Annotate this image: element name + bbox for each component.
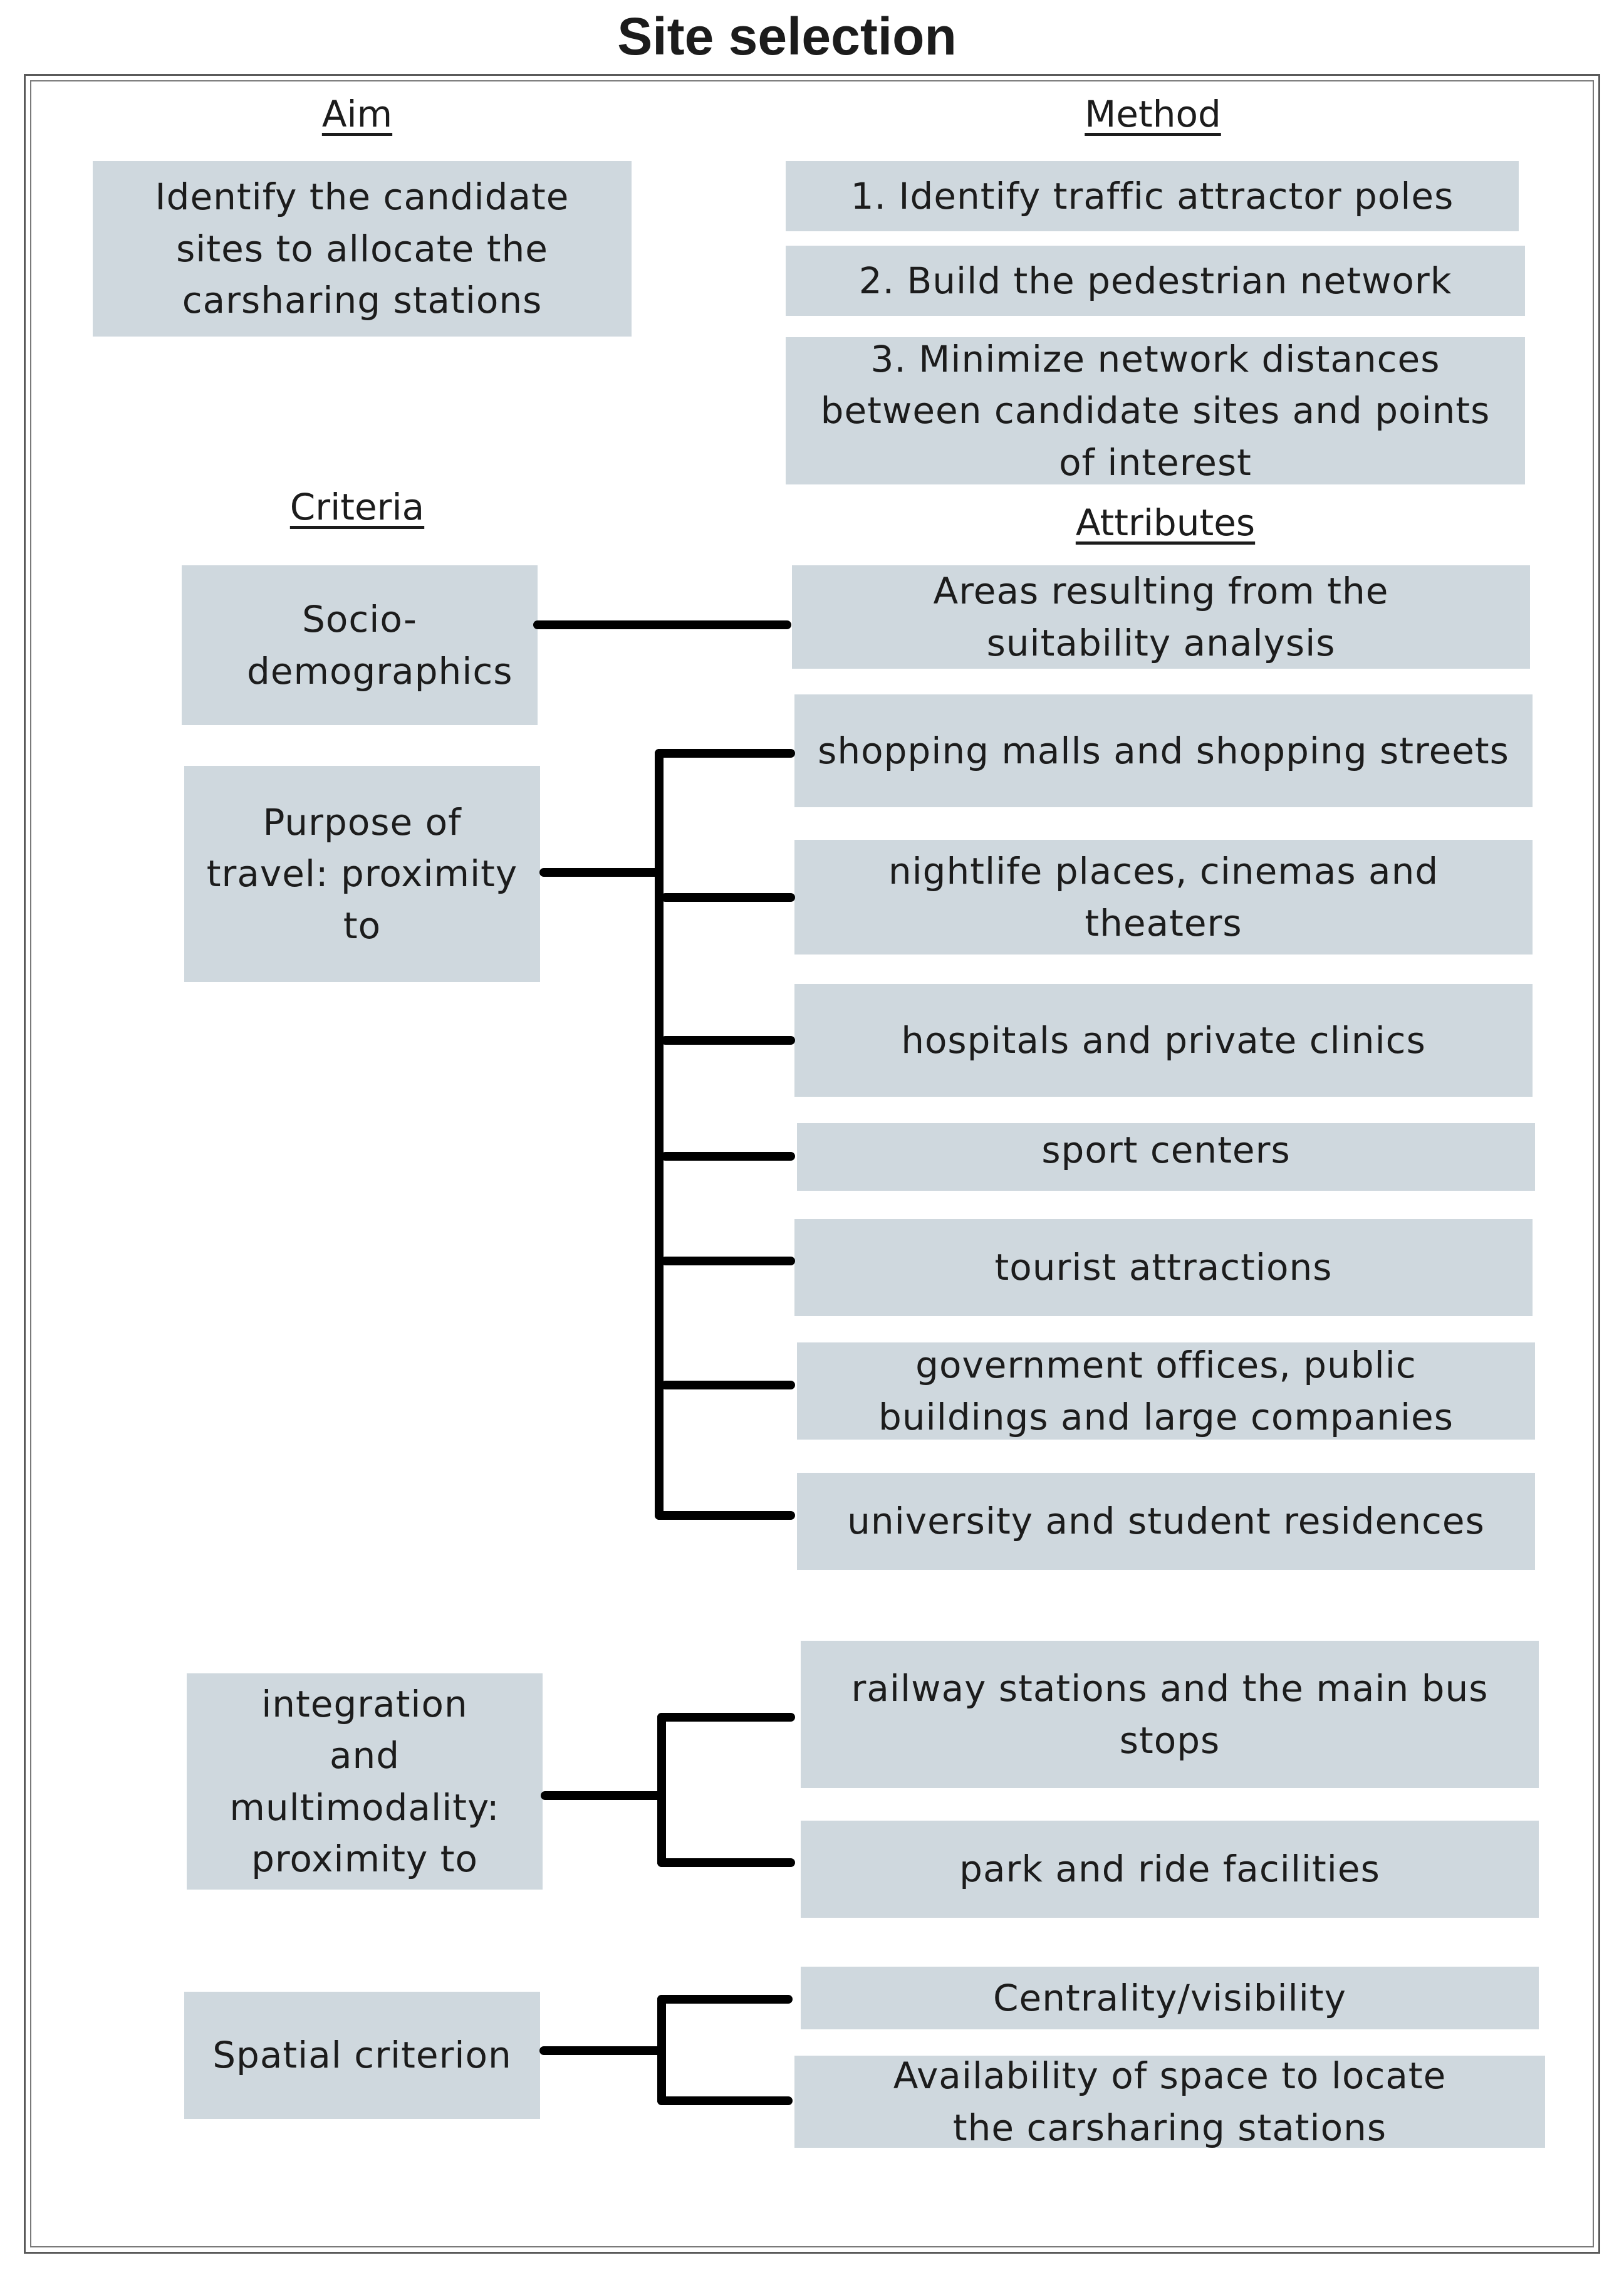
attribute-park-and-ride: park and ride facilities	[801, 1821, 1539, 1918]
attribute-tourist-attractions: tourist attractions	[794, 1219, 1533, 1316]
inner-frame	[30, 80, 1594, 2247]
attribute-railway-bus-text: railway stations and the main bus stops	[851, 1667, 1489, 1762]
attribute-hospitals: hospitals and private clinics	[794, 984, 1533, 1097]
outer-frame	[24, 74, 1600, 2254]
aim-text: Identify the candidate sites to allocate…	[155, 175, 570, 322]
attribute-suitability-areas-text: Areas resulting from the suitability ana…	[933, 570, 1389, 664]
attribute-shopping-text: shopping malls and shopping streets	[818, 729, 1509, 772]
heading-attributes: Attributes	[1075, 501, 1256, 544]
attribute-university-text: university and student residences	[847, 1500, 1485, 1543]
attribute-nightlife-text: nightlife places, cinemas and theaters	[888, 850, 1439, 944]
attribute-centrality-text: Centrality/visibility	[993, 1976, 1346, 2019]
method-step-2-text: 2. Build the pedestrian network	[858, 259, 1452, 302]
criterion-socio-demographics-text: Socio-demographics	[247, 598, 513, 693]
criterion-spatial: Spatial criterion	[184, 1992, 540, 2119]
method-step-1: 1. Identify traffic attractor poles	[786, 161, 1519, 231]
criterion-purpose-of-travel: Purpose of travel: proximity to	[184, 766, 540, 982]
attribute-government-offices-text: government offices, public buildings and…	[878, 1344, 1454, 1438]
attribute-nightlife: nightlife places, cinemas and theaters	[794, 840, 1533, 955]
attribute-space-availability-text: Availability of space to locate the cars…	[893, 2054, 1447, 2149]
heading-method: Method	[1085, 93, 1221, 135]
attribute-sport-centers: sport centers	[797, 1123, 1535, 1191]
method-step-3-text: 3. Minimize network distances between ca…	[820, 337, 1491, 484]
criterion-integration-multimodality-text: integration and multimodality: proximity…	[229, 1682, 500, 1880]
aim-box: Identify the candidate sites to allocate…	[93, 161, 632, 337]
attribute-suitability-areas: Areas resulting from the suitability ana…	[792, 565, 1530, 669]
attribute-park-and-ride-text: park and ride facilities	[959, 1848, 1380, 1891]
heading-criteria: Criteria	[289, 486, 425, 528]
attribute-government-offices: government offices, public buildings and…	[797, 1342, 1535, 1440]
attribute-railway-bus: railway stations and the main bus stops	[801, 1641, 1539, 1788]
heading-aim: Aim	[321, 93, 393, 135]
attribute-centrality: Centrality/visibility	[801, 1967, 1539, 2029]
method-step-2: 2. Build the pedestrian network	[786, 246, 1525, 316]
criterion-socio-demographics: Socio-demographics	[182, 565, 538, 725]
diagram-title: Site selection	[617, 7, 957, 66]
attribute-space-availability: Availability of space to locate the cars…	[794, 2054, 1545, 2149]
method-step-1-text: 1. Identify traffic attractor poles	[850, 174, 1454, 217]
attribute-university: university and student residences	[797, 1473, 1535, 1570]
attribute-tourist-attractions-text: tourist attractions	[994, 1246, 1333, 1289]
criterion-spatial-text: Spatial criterion	[212, 2034, 512, 2077]
method-step-3: 3. Minimize network distances between ca…	[786, 337, 1525, 484]
criterion-integration-multimodality: integration and multimodality: proximity…	[187, 1673, 543, 1890]
criterion-purpose-of-travel-text: Purpose of travel: proximity to	[206, 800, 518, 947]
attribute-shopping: shopping malls and shopping streets	[794, 694, 1533, 807]
attribute-sport-centers-text: sport centers	[1041, 1129, 1291, 1171]
attribute-hospitals-text: hospitals and private clinics	[901, 1018, 1426, 1062]
